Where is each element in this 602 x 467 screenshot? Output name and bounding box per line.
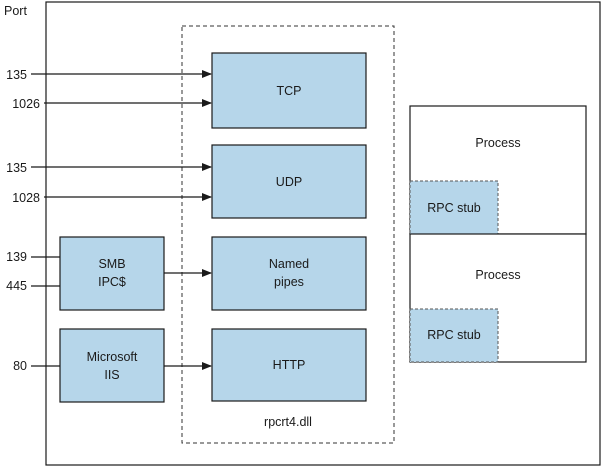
rpcrt4-container	[181, 25, 395, 444]
port-label-smb-1: 139	[6, 250, 27, 264]
port-label-smb-2: 445	[6, 279, 27, 293]
port-label-http: 80	[13, 359, 27, 373]
http-box	[211, 328, 367, 402]
process-title-1: Process	[475, 136, 520, 150]
udp-box	[211, 144, 367, 219]
port-label-udp-2: 1028	[12, 191, 40, 205]
smb-label-line1: SMB	[98, 257, 125, 271]
port-label-tcp-2: 1026	[12, 97, 40, 111]
tcp-box	[211, 52, 367, 129]
process-title-2: Process	[475, 268, 520, 282]
http-label: HTTP	[273, 358, 306, 372]
port-header: Port	[4, 4, 27, 18]
rpc-stub-label-2: RPC stub	[427, 328, 481, 342]
tcp-label: TCP	[277, 84, 302, 98]
iis-label-line1: Microsoft	[87, 350, 138, 364]
rpc-stub-label-1: RPC stub	[427, 201, 481, 215]
smb-ipc-box	[59, 236, 165, 311]
port-label-udp-1: 135	[6, 161, 27, 175]
port-label-tcp-1: 135	[6, 68, 27, 82]
microsoft-iis-box	[59, 328, 165, 403]
named-pipes-box	[211, 236, 367, 311]
iis-label-line2: IIS	[104, 368, 119, 382]
rpc-stub-box-2	[409, 308, 499, 363]
named-pipes-label-line1: Named	[269, 257, 309, 271]
udp-label: UDP	[276, 175, 302, 189]
smb-label-line2: IPC$	[98, 275, 126, 289]
named-pipes-label-line2: pipes	[274, 275, 304, 289]
library-label: rpcrt4.dll	[264, 415, 312, 429]
rpc-stub-box-1	[409, 180, 499, 235]
outer-frame	[45, 1, 601, 466]
